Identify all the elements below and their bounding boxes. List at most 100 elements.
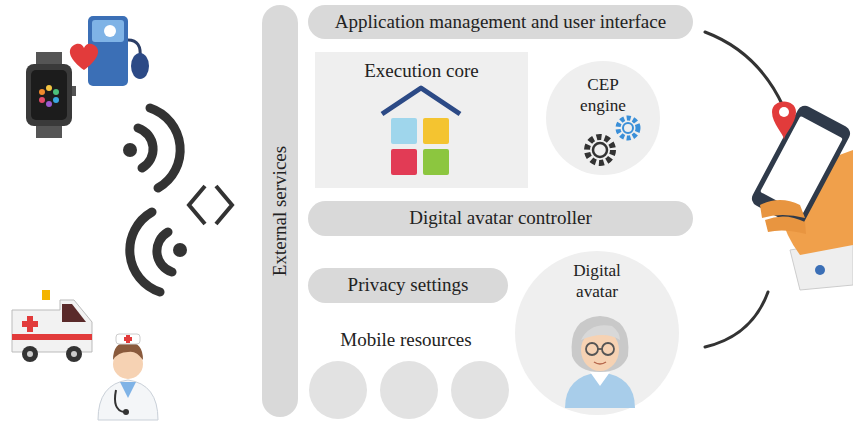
smart-watch: [36, 124, 62, 138]
elderly-avatar: [565, 372, 635, 408]
elderly-avatar: [586, 343, 598, 355]
node-text: Application management and user interfac…: [335, 11, 666, 34]
hand-with-phone: [760, 200, 805, 218]
doctor: [113, 349, 143, 379]
hand-with-phone: [780, 150, 853, 255]
ambulance: [27, 351, 33, 357]
mobile-resource: [309, 361, 509, 419]
doctor: [123, 409, 129, 415]
hand-with-phone: [815, 265, 825, 275]
smart-watch: [53, 97, 59, 103]
elderly-avatar: [586, 343, 614, 355]
doctor: [124, 337, 132, 341]
ambulance: [12, 290, 92, 362]
doctor: [115, 390, 124, 412]
service-band: External services: [262, 5, 298, 417]
house-icon: [391, 149, 417, 175]
blood-pressure-monitor: [88, 16, 128, 86]
house-icon: [391, 118, 417, 144]
hand-with-phone: [749, 103, 853, 229]
heart-icon: [70, 44, 98, 70]
house-icon: [423, 118, 449, 144]
wireless-signal: [130, 212, 160, 292]
node-text: CEP engine: [563, 75, 643, 116]
gears-icon: [618, 118, 638, 138]
house-icon: [423, 149, 449, 175]
wireless-signal: [157, 232, 172, 272]
node-text: External services: [269, 146, 291, 276]
smart-watch: [26, 52, 76, 138]
ambulance: [12, 300, 92, 352]
interface-band: Application management and user interfac…: [308, 5, 693, 39]
engine-circle-outline: [546, 61, 660, 175]
wireless-signal: [173, 243, 187, 257]
blood-pressure-monitor: [104, 25, 116, 37]
elderly-avatar: [594, 362, 606, 364]
wireless-signal: [123, 143, 137, 157]
connection-arc: [705, 32, 783, 106]
hand-with-phone: [790, 240, 853, 290]
elderly-avatar: [602, 343, 614, 355]
controller-band: Digital avatar controller: [308, 201, 693, 236]
blood-pressure-monitor: [88, 16, 149, 86]
wireless-signal: [138, 128, 153, 168]
smart-watch: [26, 64, 72, 126]
wireless-signal: [150, 108, 180, 188]
doctor: [120, 382, 136, 398]
mobile-resource: [309, 361, 367, 419]
ambulance: [22, 346, 38, 362]
group-label: Mobile resources: [340, 329, 471, 351]
house-icon: [382, 88, 460, 114]
hand-with-phone: [749, 102, 853, 291]
hand-with-phone: [779, 107, 789, 117]
engine-circle: CEP engine: [546, 61, 660, 175]
smart-watch: [39, 97, 45, 103]
elderly-avatar: [590, 372, 610, 386]
smart-watch: [46, 85, 52, 91]
elderly-avatar: [598, 348, 602, 350]
gears-icon: [587, 137, 613, 163]
node-text: Privacy settings: [348, 274, 469, 297]
data-exchange-symbol: [216, 186, 232, 224]
node-text: Digital avatar: [552, 261, 642, 302]
smart-watch: [46, 101, 52, 107]
smart-watch: [39, 89, 45, 95]
connection-arc: [705, 32, 783, 347]
hand-with-phone: [749, 103, 853, 229]
doctor: [113, 342, 143, 360]
gears-icon: [623, 123, 633, 133]
blood-pressure-monitor: [92, 20, 124, 42]
smart-watch: [53, 89, 59, 95]
doctor: [126, 335, 130, 343]
process-box: Execution core: [315, 52, 528, 188]
doctor: [98, 334, 158, 420]
ambulance: [66, 346, 82, 362]
gears-icon: [593, 143, 607, 157]
hand-with-phone: [765, 216, 806, 234]
data-exchange-symbol: [189, 186, 232, 224]
doctor: [116, 334, 140, 344]
hand-with-phone: [760, 116, 843, 214]
settings-band: Privacy settings: [308, 268, 508, 303]
doctor: [98, 380, 158, 420]
connection-arc: [705, 292, 768, 347]
node-text: Digital avatar controller: [409, 207, 592, 230]
blood-pressure-monitor: [131, 53, 149, 79]
smart-watch: [31, 70, 67, 120]
avatar-circle: Digital avatar: [515, 251, 679, 415]
ambulance: [71, 351, 77, 357]
node-text: Execution core: [364, 60, 478, 83]
elderly-avatar: [581, 325, 620, 340]
ambulance: [42, 290, 50, 300]
gears-icon: [587, 118, 638, 163]
smart-watch: [72, 86, 76, 96]
ambulance: [12, 334, 92, 340]
wireless-signal: [123, 108, 187, 292]
mobile-resource: [451, 361, 509, 419]
ambulance: [27, 316, 33, 332]
ambulance: [22, 321, 38, 327]
house-icon: [382, 88, 460, 175]
avatar-circle-outline: [515, 251, 679, 415]
